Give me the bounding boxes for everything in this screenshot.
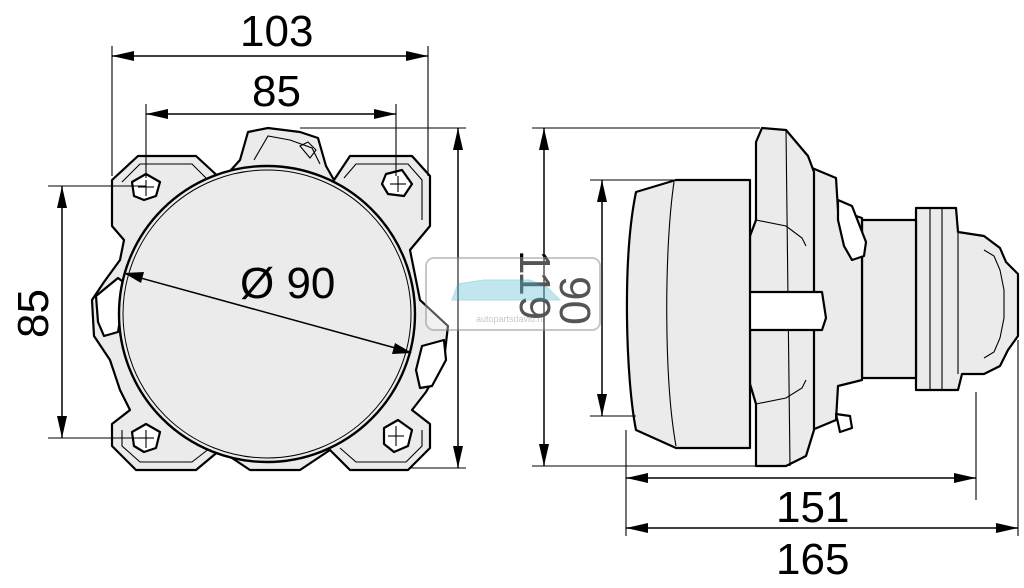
arrow-103-right [406,51,428,61]
arrow-119-top [539,128,549,150]
rear-socket [914,206,1020,392]
ear-bottom-left [121,430,211,463]
adjuster-top-right [380,168,414,198]
front-height-arrow-top [453,128,463,150]
front-view: Ø 90 103 85 85 [9,7,450,472]
arrow-90-top [597,180,607,202]
dim-165-label: 165 [776,535,849,584]
ear-bottom-right [339,430,423,463]
diameter-line [125,273,411,353]
watermark-text: autopartsdavid.nl [476,314,545,324]
dim-85-left-label: 85 [9,289,58,338]
lens-face-curve [666,181,677,447]
arrow-165-right [996,523,1018,533]
diameter-arrow-right [392,343,412,354]
adjuster-bottom-right [382,418,414,454]
arrow-85-right [374,109,396,119]
top-tab-slot [299,141,317,159]
arrow-85v-bottom [57,416,67,438]
lens-body [625,178,752,450]
front-height-arrow-bottom [453,446,463,468]
lens-rim [122,169,412,459]
arrow-103-left [112,51,134,61]
dim-151-label: 151 [776,483,849,532]
arrow-165-left [626,523,648,533]
arrow-119-bottom [539,444,549,466]
watermark: autopartsdavid.nl [425,257,601,331]
top-tab [253,135,321,165]
housing-neck [860,218,918,380]
dim-85-top-label: 85 [252,67,301,116]
diameter-label: Ø 90 [240,259,335,308]
side-view: 119 90 151 165 [300,126,1020,584]
arrow-151-left [626,473,648,483]
socket-cap [983,249,1005,359]
ear-top-left [121,163,207,183]
arrow-85v-top [57,186,67,208]
lens [117,164,417,464]
right-clip [414,338,448,390]
ear-top-right [343,163,423,220]
dim-103-label: 103 [240,7,313,56]
flange-inner-top [755,219,807,247]
arrow-151-right [954,473,976,483]
flange-inner-bottom [755,379,807,405]
diameter-arrow-left [124,272,144,283]
flange-clip-lower [834,412,854,434]
flange-clip [836,198,868,262]
watermark-car-icon [451,279,562,301]
side-tab [746,290,828,332]
arrow-85-left [146,109,168,119]
arrow-90-bottom [597,394,607,416]
